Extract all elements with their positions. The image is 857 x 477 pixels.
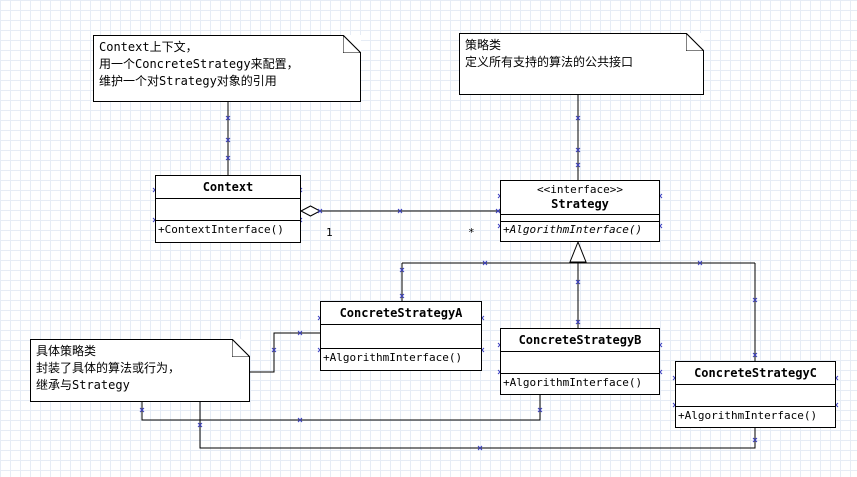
strategy-class-attributes bbox=[501, 215, 659, 222]
context-class[interactable]: Context +ContextInterface() bbox=[155, 175, 301, 243]
concrete-strategy-c-operation: +AlgorithmInterface() bbox=[678, 409, 818, 422]
selection-handle-icon[interactable] bbox=[752, 297, 758, 303]
note-fold-icon bbox=[343, 35, 361, 53]
selection-handle-icon[interactable] bbox=[197, 422, 203, 428]
selection-handle-icon[interactable] bbox=[575, 115, 581, 121]
selection-handle-icon[interactable] bbox=[139, 407, 145, 413]
context-note-line-1: Context上下文， bbox=[99, 40, 198, 54]
selection-handle-icon[interactable] bbox=[297, 417, 303, 423]
multiplicity-context-end: 1 bbox=[326, 226, 333, 239]
selection-handle-icon[interactable] bbox=[477, 445, 483, 451]
concrete-note-link-b bbox=[141, 395, 541, 421]
strategy-note-line-1: 策略类 bbox=[465, 38, 502, 52]
context-note[interactable]: Context上下文， 用一个ConcreteStrategy来配置， 维护一个… bbox=[93, 35, 361, 102]
concrete-strategy-c-attributes bbox=[676, 385, 835, 407]
concrete-note-link-c bbox=[199, 402, 756, 449]
note-fold-icon bbox=[686, 33, 704, 51]
selection-handle-icon[interactable] bbox=[399, 293, 405, 299]
selection-handle-icon[interactable] bbox=[575, 162, 581, 168]
context-class-operation: +ContextInterface() bbox=[158, 223, 284, 236]
selection-handle-icon[interactable] bbox=[752, 437, 758, 443]
selection-handle-icon[interactable] bbox=[537, 407, 543, 413]
selection-handle-icon[interactable] bbox=[575, 279, 581, 285]
concrete-note[interactable]: 具体策略类 封装了具体的算法或行为， 继承与Strategy bbox=[30, 339, 250, 402]
selection-handle-icon[interactable] bbox=[399, 267, 405, 273]
strategy-class-name: Strategy bbox=[501, 196, 659, 215]
strategy-interface[interactable]: <<interface>> Strategy +AlgorithmInterfa… bbox=[500, 180, 660, 242]
selection-handle-icon[interactable] bbox=[271, 347, 277, 353]
selection-handle-icon[interactable] bbox=[697, 260, 703, 266]
concrete-note-link-a bbox=[250, 332, 320, 373]
selection-handle-icon[interactable] bbox=[225, 115, 231, 121]
concrete-strategy-a-name: ConcreteStrategyA bbox=[321, 302, 481, 325]
concrete-note-line-1: 具体策略类 bbox=[36, 344, 97, 358]
concrete-strategy-a-operation: +AlgorithmInterface() bbox=[323, 351, 463, 364]
concrete-strategy-b-name: ConcreteStrategyB bbox=[501, 329, 659, 352]
selection-handle-icon[interactable] bbox=[397, 208, 403, 214]
concrete-strategy-c-name: ConcreteStrategyC bbox=[676, 362, 835, 385]
aggregation-diamond bbox=[299, 205, 322, 217]
strategy-stereotype: <<interface>> bbox=[536, 183, 624, 196]
context-class-attributes bbox=[156, 199, 300, 221]
concrete-strategy-b-attributes bbox=[501, 352, 659, 374]
selection-handle-icon[interactable] bbox=[575, 147, 581, 153]
concrete-strategy-c-class[interactable]: ConcreteStrategyC +AlgorithmInterface() bbox=[675, 361, 836, 428]
selection-handle-icon[interactable] bbox=[317, 208, 323, 214]
concrete-note-line-3: 继承与Strategy bbox=[36, 378, 130, 392]
inheritance-triangle bbox=[569, 240, 587, 263]
selection-handle-icon[interactable] bbox=[495, 208, 501, 214]
strategy-class-operation: +AlgorithmInterface() bbox=[503, 223, 643, 236]
context-note-line-2: 用一个ConcreteStrategy来配置， bbox=[99, 57, 299, 71]
strategy-note-line-2: 定义所有支持的算法的公共接口 bbox=[465, 55, 634, 69]
concrete-strategy-b-class[interactable]: ConcreteStrategyB +AlgorithmInterface() bbox=[500, 328, 660, 395]
note-fold-icon bbox=[232, 339, 250, 357]
context-class-name: Context bbox=[156, 176, 300, 199]
multiplicity-strategy-end: * bbox=[468, 226, 475, 239]
selection-handle-icon[interactable] bbox=[752, 352, 758, 358]
context-note-line-3: 维护一个对Strategy对象的引用 bbox=[99, 74, 277, 88]
selection-handle-icon[interactable] bbox=[575, 319, 581, 325]
concrete-strategy-a-attributes bbox=[321, 325, 481, 349]
selection-handle-icon[interactable] bbox=[225, 155, 231, 161]
concrete-strategy-b-operation: +AlgorithmInterface() bbox=[503, 376, 643, 389]
selection-handle-icon[interactable] bbox=[225, 137, 231, 143]
selection-handle-icon[interactable] bbox=[482, 260, 488, 266]
concrete-note-line-2: 封装了具体的算法或行为， bbox=[36, 361, 181, 375]
selection-handle-icon[interactable] bbox=[297, 330, 303, 336]
concrete-strategy-a-class[interactable]: ConcreteStrategyA +AlgorithmInterface() bbox=[320, 301, 482, 371]
strategy-note[interactable]: 策略类 定义所有支持的算法的公共接口 bbox=[459, 33, 704, 95]
